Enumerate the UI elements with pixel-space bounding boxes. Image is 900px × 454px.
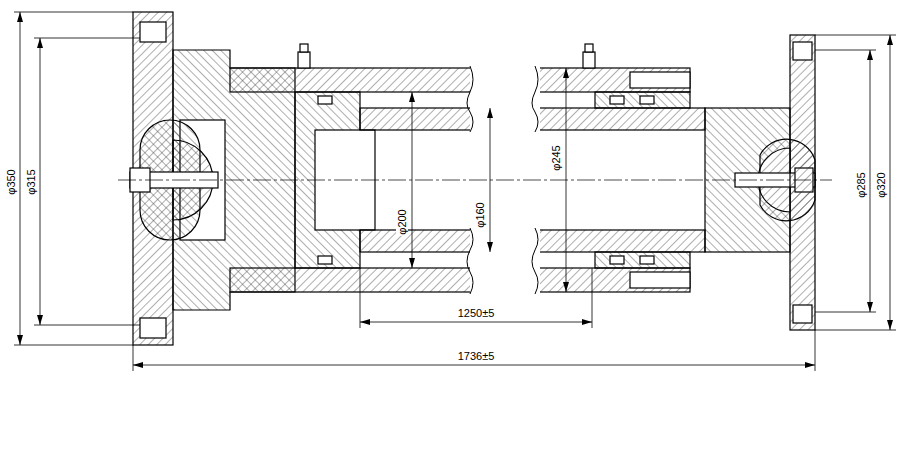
dimension-label: φ320 (875, 171, 887, 199)
dimension-label: φ200 (396, 208, 408, 236)
dimension-label: 1250±5 (457, 307, 496, 319)
dimension-label: 1736±5 (457, 350, 496, 362)
dimension-label: φ350 (5, 168, 17, 196)
dimension-label: φ315 (25, 168, 37, 196)
dimension-label: φ245 (550, 144, 562, 172)
dimension-label: φ285 (855, 171, 867, 199)
dimension-label: φ160 (474, 201, 486, 229)
